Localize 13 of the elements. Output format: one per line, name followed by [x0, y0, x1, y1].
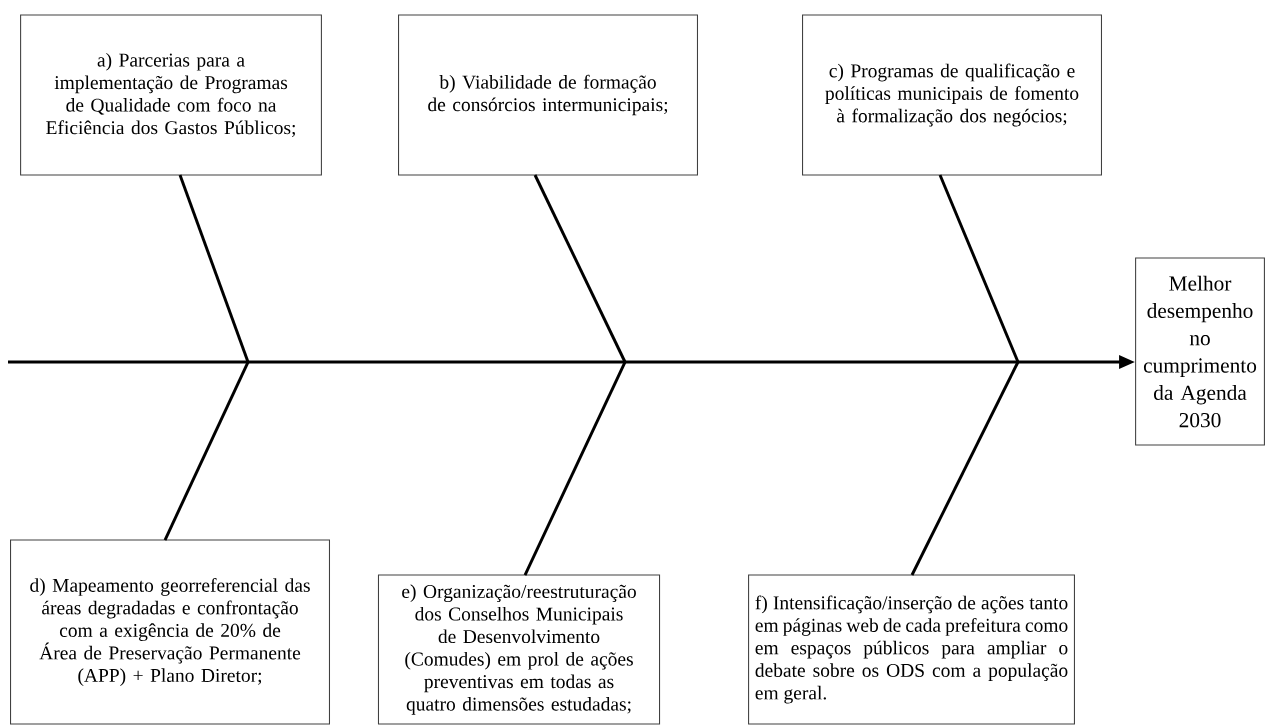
bone-line — [178, 174, 250, 363]
text-box: b) Viabilidade de formação de consórcios intermunicipais; — [398, 14, 698, 176]
text-box: a) Parcerias para a implementação de Programas de Qualidade com foco na Eficiência dos Gastos Públicos; — [20, 14, 322, 176]
bone-line — [938, 174, 1020, 363]
text-box: e) Organização/reestruturação dos Conselhos Municipais de Desenvolvimento (Comudes) em prol de ações preventivas em todas as quatro dimensões estudadas; — [377, 574, 661, 725]
bone-line — [163, 361, 250, 541]
text-box: f) Intensificação/inserção de ações tanto em páginas web de cada prefeitura como em espaços públicos para ampliar o debate sobre os ODS com a população em geral. — [748, 574, 1075, 725]
bone-line — [910, 361, 1020, 576]
text-box: Melhor desempenho no cumprimento da Agenda 2030 — [1135, 257, 1265, 446]
text-box: c) Programas de qualificação e políticas municipais de fomento à formalização dos negócios; — [802, 14, 1102, 176]
bone-line — [523, 361, 627, 576]
text-box: d) Mapeamento georreferencial das áreas degradadas e confrontação com a exigência de 20% de Área de Preservação Permanente (APP) + Plano Diretor; — [10, 539, 330, 725]
bone-line — [533, 174, 627, 363]
